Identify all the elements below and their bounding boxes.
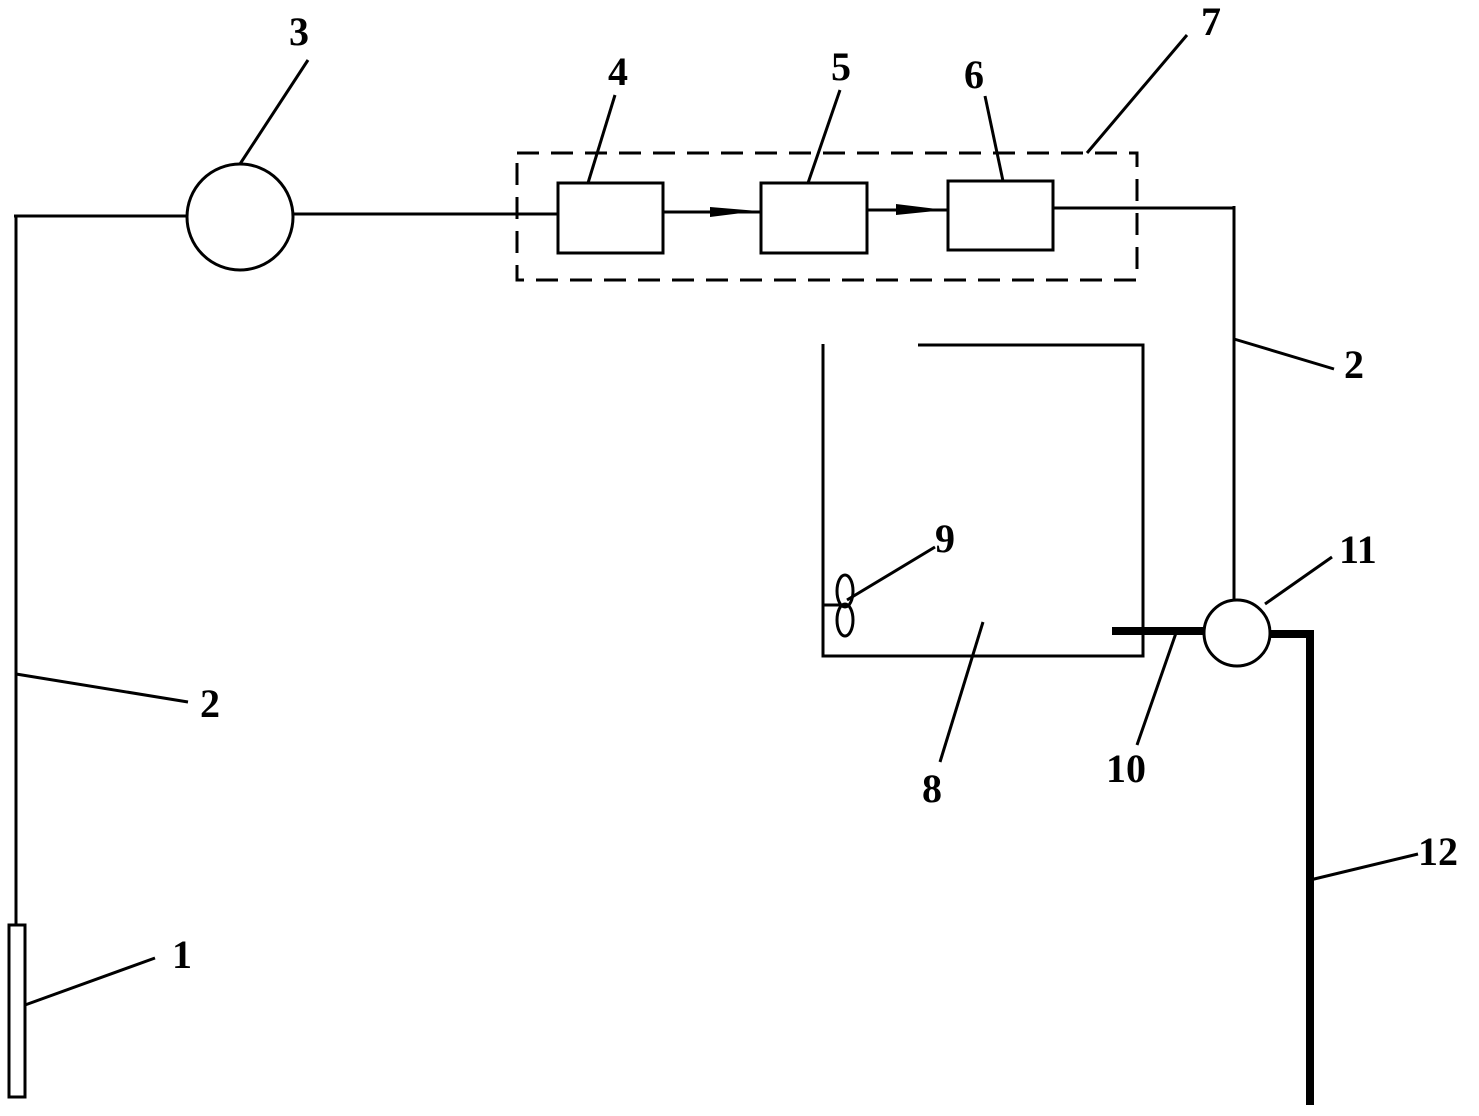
unit-4 [556, 181, 665, 255]
label-7: 7 [1201, 0, 1221, 44]
arrow-4-5 [710, 207, 758, 217]
probe-1 [7, 923, 27, 1099]
leader-2-left [15, 672, 189, 704]
module-enclosure-7 [515, 151, 1139, 282]
leader-11 [1264, 555, 1333, 606]
drain-pipe-12 [1270, 630, 1314, 1105]
leader-3 [238, 59, 310, 165]
leader-5 [806, 89, 842, 184]
valve-11 [1202, 598, 1272, 668]
unit-5 [759, 181, 869, 255]
leader-7 [1085, 34, 1189, 154]
label-1: 1 [172, 932, 192, 977]
label-3: 3 [289, 9, 309, 54]
arrow-5-6 [896, 204, 945, 215]
label-11: 11 [1339, 527, 1377, 572]
leader-4 [586, 94, 617, 184]
leader-12 [1309, 852, 1419, 882]
label-2-left: 2 [200, 681, 220, 726]
unit-6 [946, 179, 1055, 252]
leader-8 [938, 621, 985, 763]
label-9: 9 [935, 516, 955, 561]
tank-8 [821, 343, 1145, 658]
leader-6 [983, 95, 1005, 182]
pump-3 [185, 162, 295, 272]
label-10: 10 [1106, 746, 1146, 791]
label-5: 5 [831, 44, 851, 89]
label-4: 4 [608, 49, 628, 94]
label-12: 12 [1418, 829, 1458, 874]
stirrer-blade-bottom [835, 602, 855, 638]
leader-1 [24, 956, 156, 1007]
leader-10 [1135, 632, 1178, 746]
leader-2-right [1233, 337, 1335, 371]
label-6: 6 [964, 52, 984, 97]
label-8: 8 [922, 766, 942, 811]
leader-9 [846, 545, 936, 602]
label-2-right: 2 [1344, 342, 1364, 387]
stirrer-blade-top [835, 573, 855, 609]
